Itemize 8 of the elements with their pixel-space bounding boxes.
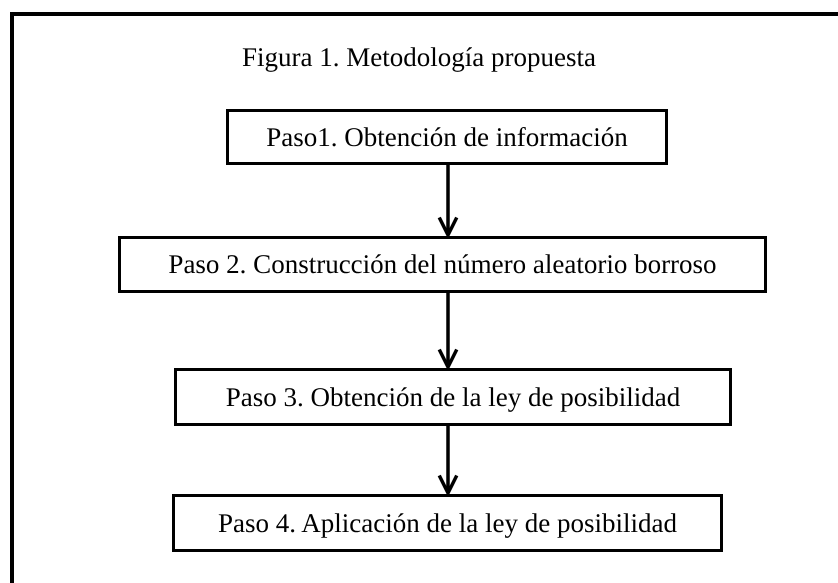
- process-box: Paso 2. Construcción del número aleatorio borroso: [118, 236, 767, 293]
- arrow: [438, 426, 458, 495]
- arrow: [438, 165, 458, 237]
- process-box: Paso1. Obtención de información: [226, 109, 668, 165]
- process-box: Paso 3. Obtención de la ley de posibilidad: [174, 368, 732, 426]
- arrow: [438, 293, 458, 369]
- process-box: Paso 4. Aplicación de la ley de posibilidad: [172, 494, 723, 552]
- figure-title: Figura 1. Metodología propuesta: [242, 42, 596, 72]
